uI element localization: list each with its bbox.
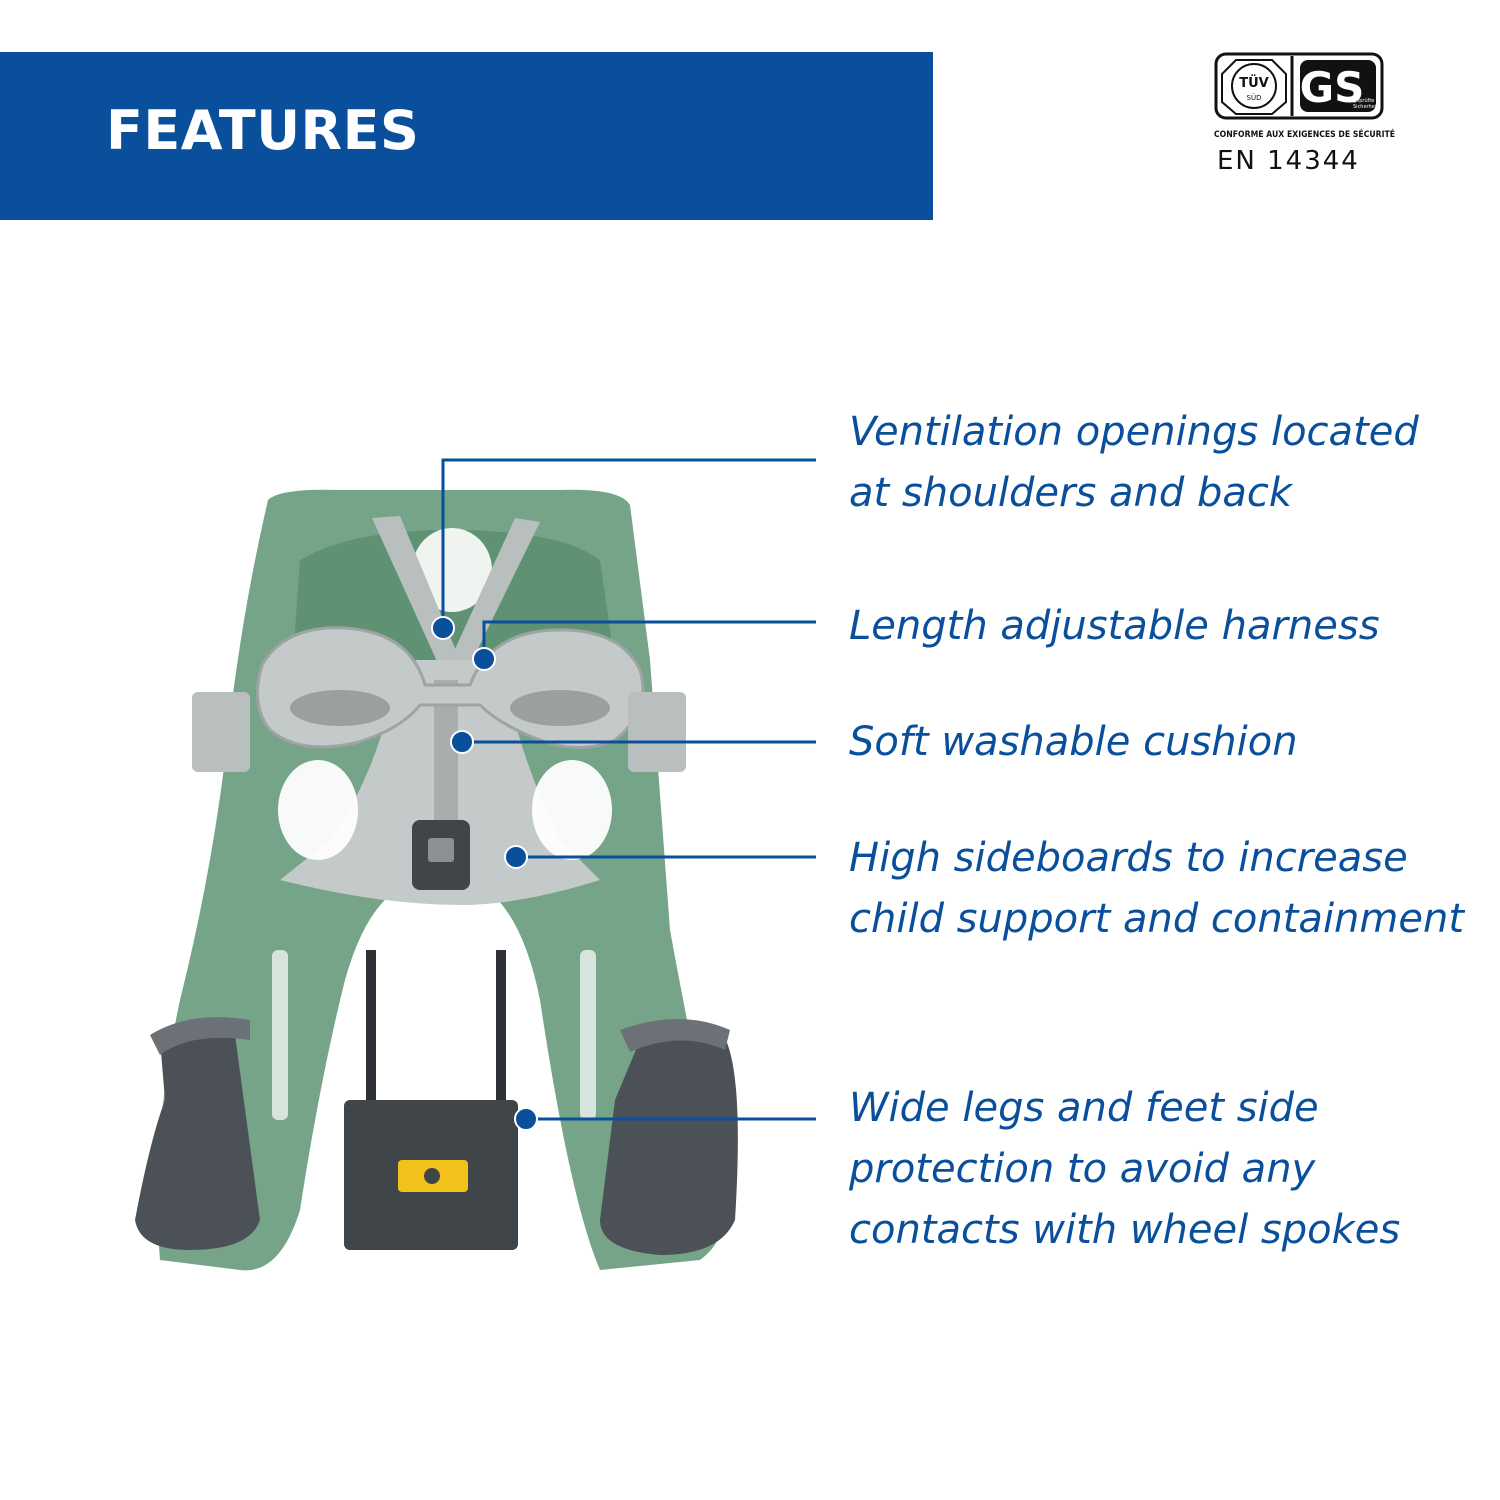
footrest-left <box>135 1023 260 1250</box>
side-opening-right <box>532 760 612 860</box>
ventilation-opening <box>412 528 492 612</box>
header-banner <box>0 52 933 220</box>
mount-rod-left <box>366 950 376 1110</box>
footrest-strap-right <box>620 1019 730 1052</box>
leg-slot-left <box>272 950 288 1120</box>
footrest-strap-left <box>150 1017 250 1055</box>
feature-line: protection to avoid any <box>849 1146 1316 1192</box>
feature-cushion: Soft washable cushion <box>849 712 1298 773</box>
certification-logo: TÜV SÜD GS geprüfte Sicherheit <box>1214 52 1384 120</box>
cert-standard: EN 14344 <box>1217 146 1360 176</box>
gs-sub-1: geprüfte <box>1353 98 1374 104</box>
gs-sub-2: Sicherheit <box>1353 104 1378 110</box>
cert-conformity-text: CONFORME AUX EXIGENCES DE SÉCURITÉ <box>1214 130 1396 140</box>
feature-line: High sideboards to increase <box>849 835 1408 881</box>
harness-strap-right <box>450 518 540 665</box>
feature-line: child support and containment <box>849 896 1465 942</box>
feature-line: at shoulders and back <box>849 470 1293 516</box>
handlebar-ring-hole-left <box>290 690 390 726</box>
leg-slot-right <box>580 950 596 1120</box>
feature-line: Soft washable cushion <box>849 719 1298 765</box>
bracket-button-hole <box>424 1168 440 1184</box>
feature-legs: Wide legs and feet side protection to av… <box>849 1078 1400 1261</box>
feature-ventilation: Ventilation openings located at shoulder… <box>849 402 1419 524</box>
callout-dot-sideboards <box>504 845 528 869</box>
feature-sideboards: High sideboards to increase child suppor… <box>849 828 1464 950</box>
handlebar-ring-hole-right <box>510 690 610 726</box>
side-opening-left <box>278 760 358 860</box>
gs-black-field <box>1300 60 1376 112</box>
feature-line: contacts with wheel spokes <box>849 1207 1401 1253</box>
callout-line-harness <box>482 620 816 652</box>
callout-dot-ventilation <box>431 616 455 640</box>
side-clamp-left <box>192 692 250 772</box>
side-clamp-right <box>628 692 686 772</box>
callout-dot-legs <box>514 1107 538 1131</box>
feature-harness: Length adjustable harness <box>849 596 1380 657</box>
tuv-circle-icon <box>1231 63 1277 109</box>
harness-buckle-button <box>428 838 454 862</box>
feature-line: Ventilation openings located <box>849 409 1419 455</box>
gs-mark: GS <box>1300 63 1365 112</box>
feature-line: Length adjustable harness <box>849 603 1380 649</box>
mount-rod-right <box>496 950 506 1110</box>
page-title: FEATURES <box>106 99 420 162</box>
feature-line: Wide legs and feet side <box>849 1085 1319 1131</box>
callout-dot-harness <box>472 647 496 671</box>
tuv-sub: SÜD <box>1247 93 1262 102</box>
tuv-mark: TÜV <box>1239 75 1269 91</box>
callout-line-ventilation <box>441 458 816 632</box>
footrest-right <box>600 1022 738 1255</box>
callout-dot-cushion <box>450 730 474 754</box>
